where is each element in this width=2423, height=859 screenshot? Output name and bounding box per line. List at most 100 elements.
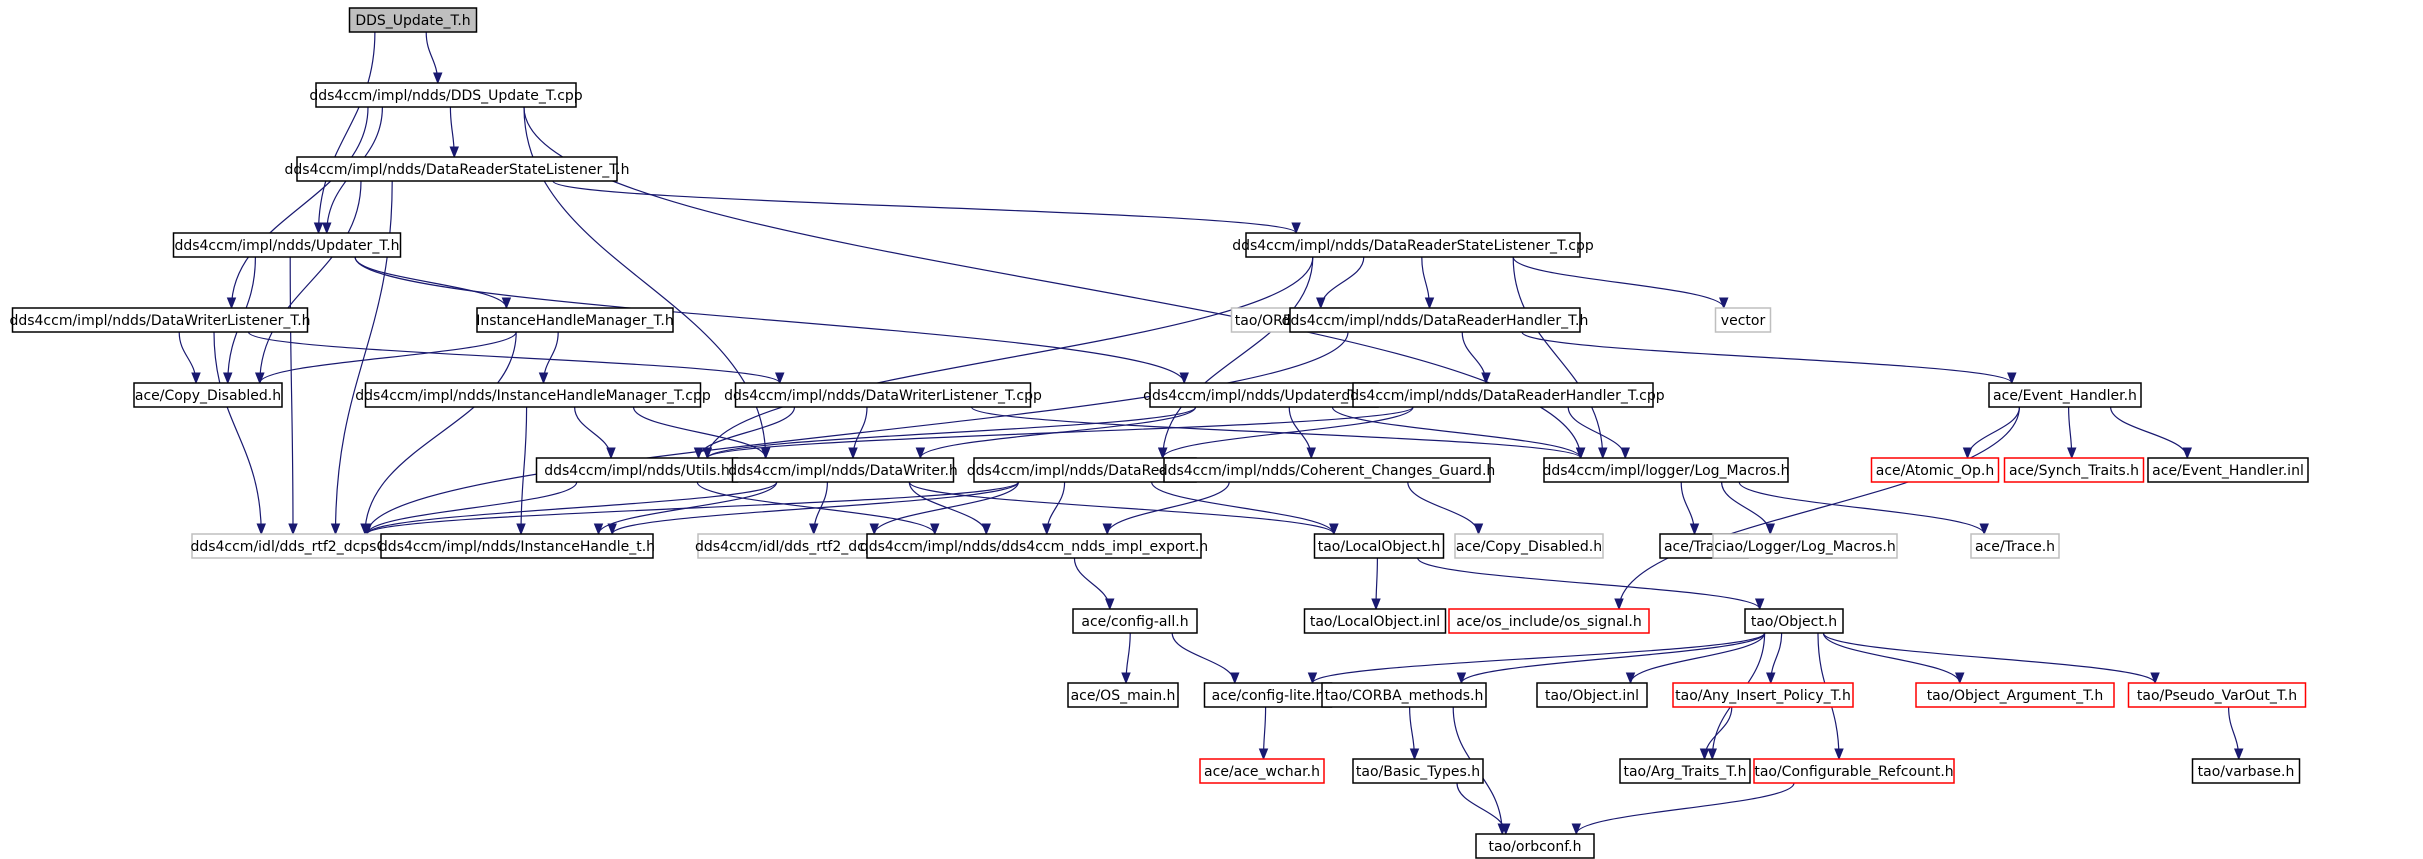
node-ace-ace-wchar-h[interactable]: ace/ace_wchar.h <box>1199 758 1325 784</box>
edge-datareaderhandler_t_h-to-dds_rtf2_dcpsc_h <box>362 331 1349 536</box>
node-dds-rtf2-dcpsc-h[interactable]: dds4ccm/idl/dds_rtf2_dcpsC.h <box>190 533 400 559</box>
node-tao-varbase-h[interactable]: tao/varbase.h <box>2191 758 2301 784</box>
node-box <box>2003 457 2145 483</box>
node-ace-os-main-h[interactable]: ace/OS_main.h <box>1067 682 1179 708</box>
edge-log_macros_h-to-ciao_log_macros_h <box>1721 481 1775 536</box>
edge-datareaderhandler_t_h-to-datareaderhandler_t_cpp <box>1461 331 1491 385</box>
node-datawriterlistener-t-h[interactable]: dds4ccm/impl/ndds/DataWriterListener_T.h <box>9 307 311 333</box>
edge-line <box>706 406 1414 459</box>
node-box <box>1067 682 1179 708</box>
node-ace-event-handler-h[interactable]: ace/Event_Handler.h <box>1988 382 2142 408</box>
edge-ace_config_lite_h-to-ace_ace_wchar_h <box>1258 706 1269 761</box>
node-dds-update-t-cpp[interactable]: dds4ccm/impl/ndds/DDS_Update_T.cpp <box>309 82 583 108</box>
node-tao-any-insert-policy-t-h[interactable]: tao/Any_Insert_Policy_T.h <box>1672 682 1854 708</box>
edge-line <box>1966 406 2020 459</box>
edge-arrowhead <box>1121 672 1131 685</box>
edge-arrowhead <box>1620 447 1630 460</box>
edge-log_macros_h-to-ace_trace_h_ext <box>1738 481 1989 536</box>
edge-datareaderstatelistener_t_h-to-ace_copy_disabled_h <box>255 180 362 385</box>
node-os-signal-h[interactable]: ace/os_include/os_signal.h <box>1448 608 1650 634</box>
node-box <box>1714 307 1772 333</box>
node-label: dds4ccm/impl/ndds/DataWriterListener_T.c… <box>724 388 1042 404</box>
node-ciao-log-macros-h[interactable]: ciao/Logger/Log_Macros.h <box>1712 533 1898 559</box>
node-label: ace/Event_Handler.h <box>1993 388 2137 404</box>
node-tao-corba-methods-h[interactable]: tao/CORBA_methods.h <box>1321 682 1487 708</box>
edge-arrowhead <box>930 523 940 536</box>
edge-arrowhead <box>1329 523 1339 536</box>
node-box <box>734 382 1032 408</box>
node-updater-t-h[interactable]: dds4ccm/impl/ndds/Updater_T.h <box>172 232 402 258</box>
edge-line <box>1721 481 1771 535</box>
node-label: tao/CORBA_methods.h <box>1325 688 1484 704</box>
node-tao-localobject-h[interactable]: tao/LocalObject.h <box>1313 533 1445 559</box>
node-datareaderhandler-t-cpp[interactable]: dds4ccm/impl/ndds/DataReaderHandler_T.cp… <box>1341 382 1665 408</box>
edge-arrowhead <box>1571 823 1582 836</box>
edge-arrowhead <box>501 297 512 310</box>
edge-datawriter_h-to-ndds_impl_export_h <box>908 481 991 536</box>
edge-arrowhead <box>593 523 604 536</box>
node-box <box>1672 682 1854 708</box>
edge-arrowhead <box>1955 672 1965 685</box>
node-label: dds4ccm/impl/ndds/DataWriterListener_T.h <box>9 313 310 329</box>
node-label: tao/Object.h <box>1751 614 1837 630</box>
node-datareaderstatelistener-t-cpp[interactable]: dds4ccm/impl/ndds/DataReaderStateListene… <box>1232 232 1594 258</box>
edge-arrowhead <box>1834 748 1844 761</box>
edge-datareaderhandler_t_h-to-ace_event_handler_h <box>1521 331 2017 385</box>
node-coherent-changes-guard-h[interactable]: dds4ccm/impl/ndds/Coherent_Changes_Guard… <box>1159 457 1496 483</box>
node-datawriter-h[interactable]: dds4ccm/impl/ndds/DataWriter.h <box>728 457 958 483</box>
edge-arrowhead <box>1754 598 1765 611</box>
node-label: dds4ccm/impl/ndds/DataReaderStateListene… <box>1232 238 1594 254</box>
node-instancehandlemanager-t-cpp[interactable]: dds4ccm/impl/ndds/InstanceHandleManager_… <box>355 382 711 408</box>
edge-arrowhead <box>1689 523 1700 536</box>
edge-arrowhead <box>1316 297 1326 310</box>
edge-arrowhead <box>1409 748 1420 761</box>
edge-line <box>1521 331 2013 384</box>
node-tao-localobject-inl[interactable]: tao/LocalObject.inl <box>1303 608 1447 634</box>
edge-updater_t_cpp-to-log_macros_h <box>1331 406 1586 460</box>
node-instancehandlemanager-t-h[interactable]: InstanceHandleManager_T.h <box>476 307 674 333</box>
node-datareaderstatelistener-t-h[interactable]: dds4ccm/impl/ndds/DataReaderStateListene… <box>285 156 630 182</box>
edge-arrowhead <box>1105 598 1115 611</box>
node-tao-object-inl[interactable]: tao/Object.inl <box>1536 682 1648 708</box>
node-ace-atomic-op-h[interactable]: ace/Atomic_Op.h <box>1870 457 2000 483</box>
edge-datareader_h-to-tao_localobject_h <box>1151 481 1339 536</box>
node-dds-update-t-h[interactable]: DDS_Update_T.h <box>348 7 478 33</box>
edge-arrowhead <box>775 372 785 385</box>
edge-datawriterlistener_t_h-to-ace_copy_disabled_h <box>178 331 201 385</box>
node-tao-pseudo-varout-t-h[interactable]: tao/Pseudo_VarOut_T.h <box>2127 682 2307 708</box>
edge-arrowhead <box>607 523 617 536</box>
node-datareaderhandler-t-h[interactable]: dds4ccm/impl/ndds/DataReaderHandler_T.h <box>1282 307 1589 333</box>
node-updater-t-cpp[interactable]: dds4ccm/impl/ndds/Updater_T.cpp <box>1143 382 1385 408</box>
node-label: dds4ccm/impl/ndds/DataReaderStateListene… <box>285 162 630 178</box>
node-tao-object-argument-t-h[interactable]: tao/Object_Argument_T.h <box>1915 682 2115 708</box>
node-utils-h[interactable]: dds4ccm/impl/ndds/Utils.h <box>535 457 739 483</box>
node-tao-orbconf-h[interactable]: tao/orbconf.h <box>1475 833 1595 859</box>
node-box <box>1245 232 1581 258</box>
node-ace-config-lite-h[interactable]: ace/config-lite.h <box>1203 682 1333 708</box>
node-ace-config-all-h[interactable]: ace/config-all.h <box>1072 608 1198 634</box>
edge-arrowhead <box>1614 598 1624 611</box>
node-datawriterlistener-t-cpp[interactable]: dds4ccm/impl/ndds/DataWriterListener_T.c… <box>724 382 1042 408</box>
node-log-macros-h[interactable]: dds4ccm/impl/logger/Log_Macros.h <box>1542 457 1790 483</box>
node-vector[interactable]: vector <box>1714 307 1772 333</box>
node-instancehandle-t-h[interactable]: dds4ccm/impl/ndds/InstanceHandle_t.h <box>379 533 655 559</box>
edge-arrowhead <box>1598 447 1608 460</box>
edge-datawriter_h-to-tao_localobject_h <box>908 481 1339 536</box>
node-ace-copy-disabled-h-ext[interactable]: ace/Copy_Disabled.h <box>1454 533 1604 559</box>
node-box <box>535 457 739 483</box>
node-ace-copy-disabled-h[interactable]: ace/Copy_Disabled.h <box>133 382 283 408</box>
node-tao-object-h[interactable]: tao/Object.h <box>1744 608 1844 634</box>
node-tao-basic-types-h[interactable]: tao/Basic_Types.h <box>1352 758 1484 784</box>
node-label: tao/Arg_Traits_T.h <box>1623 764 1746 780</box>
edge-line <box>259 331 517 384</box>
edge-arrowhead <box>915 447 926 460</box>
edge-arrowhead <box>760 447 771 460</box>
node-tao-configurable-refcount-h[interactable]: tao/Configurable_Refcount.h <box>1753 758 1955 784</box>
edge-datareaderstatelistener_t_cpp-to-log_macros_h <box>1512 256 1608 460</box>
node-ace-event-handler-inl[interactable]: ace/Event_Handler.inl <box>2147 457 2309 483</box>
node-ace-synch-traits-h[interactable]: ace/Synch_Traits.h <box>2003 457 2145 483</box>
node-ndds-impl-export-h[interactable]: dds4ccm/impl/ndds/dds4ccm_ndds_impl_expo… <box>860 533 1208 559</box>
node-label: ace/ace_wchar.h <box>1204 764 1320 780</box>
node-tao-arg-traits-t-h[interactable]: tao/Arg_Traits_T.h <box>1619 758 1751 784</box>
node-ace-trace-h-ext[interactable]: ace/Trace.h <box>1970 533 2060 559</box>
